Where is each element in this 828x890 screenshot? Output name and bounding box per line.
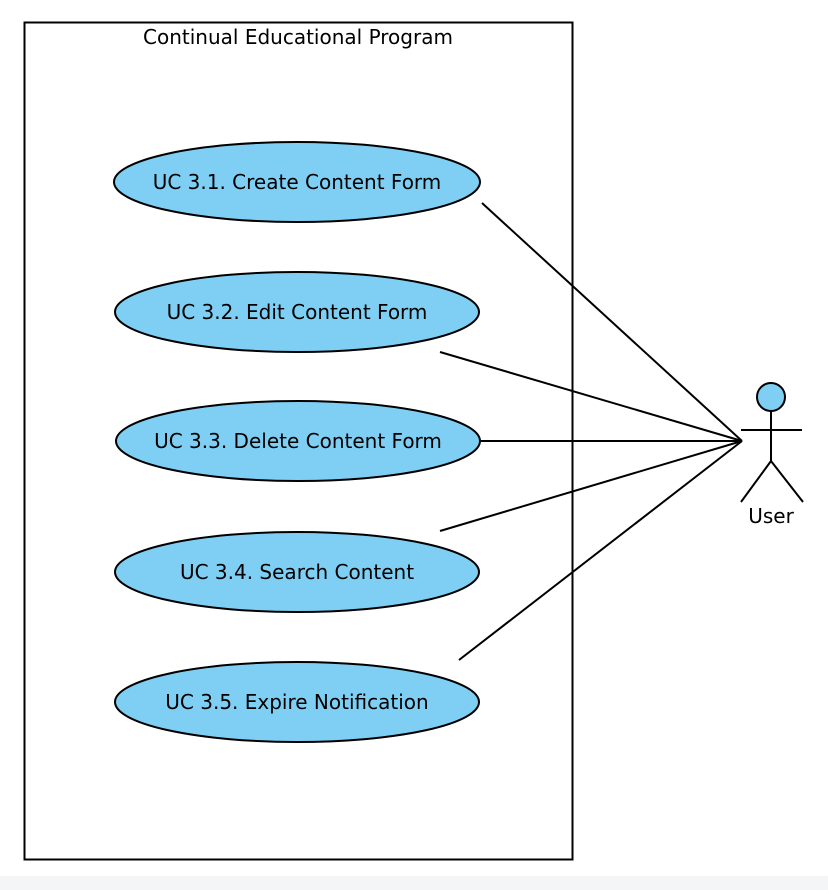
use-case-ellipse xyxy=(114,271,480,353)
use-case-label: UC 3.2. Edit Content Form xyxy=(167,300,428,324)
use-case-ellipse xyxy=(114,531,480,613)
association-uc-3-5 xyxy=(458,440,743,661)
use-case-label: UC 3.1. Create Content Form xyxy=(153,170,442,194)
use-case-label: UC 3.4. Search Content xyxy=(180,560,414,584)
use-case-3-4[interactable]: UC 3.4. Search Content xyxy=(114,531,480,613)
use-case-ellipse xyxy=(115,400,481,482)
association-uc-3-4 xyxy=(439,440,743,532)
actor-right-leg xyxy=(770,460,804,503)
use-case-3-1[interactable]: UC 3.1. Create Content Form xyxy=(113,141,481,223)
actor-head-icon xyxy=(756,382,786,412)
use-case-ellipse xyxy=(114,661,480,743)
actor-user[interactable]: User xyxy=(740,382,804,528)
use-case-3-2[interactable]: UC 3.2. Edit Content Form xyxy=(114,271,480,353)
association-uc-3-2 xyxy=(439,351,743,442)
association-uc-3-1 xyxy=(481,202,743,442)
use-case-ellipse xyxy=(113,141,481,223)
use-case-label: UC 3.5. Expire Notification xyxy=(165,690,428,714)
use-case-3-3[interactable]: UC 3.3. Delete Content Form xyxy=(115,400,481,482)
bottom-strip xyxy=(0,876,828,890)
actor-left-leg xyxy=(740,460,772,503)
actor-label: User xyxy=(748,504,794,528)
use-case-3-5[interactable]: UC 3.5. Expire Notification xyxy=(114,661,480,743)
system-title: Continual Educational Program xyxy=(143,25,453,49)
use-case-label: UC 3.3. Delete Content Form xyxy=(154,429,442,453)
